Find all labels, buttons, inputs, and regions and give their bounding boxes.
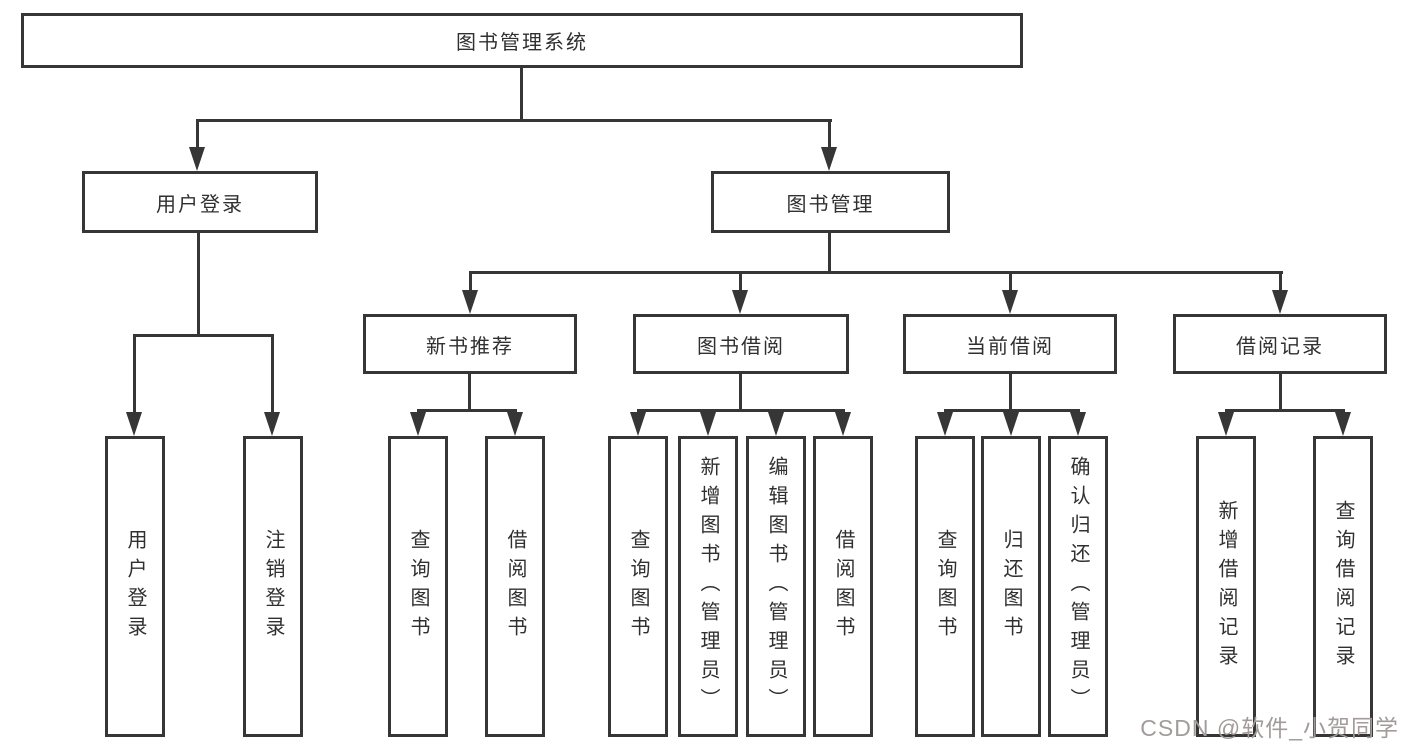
connector-nbr-drop (468, 372, 471, 412)
node-root: 图书管理系统 (21, 13, 1023, 68)
connector-userlogin-stub-2 (271, 334, 274, 414)
leaf-logout: 注销登录 (243, 436, 303, 737)
leaf-cb-query-book-label: 查询图书 (934, 528, 956, 645)
arrowhead-bb-edit-icon (768, 412, 784, 436)
connector-root-stub-left (196, 119, 199, 149)
arrowhead-current-borrow-icon (1002, 290, 1018, 314)
node-root-label: 图书管理系统 (456, 32, 588, 54)
connector-bookmgmt-stub-4 (1279, 271, 1282, 292)
arrowhead-bb-borrow-icon (835, 412, 851, 436)
arrowhead-cb-confirm-icon (1070, 412, 1086, 436)
connector-bookmgmt-rail (469, 271, 1283, 274)
leaf-cb-query-book: 查询图书 (915, 436, 975, 737)
node-book-management: 图书管理 (711, 171, 950, 233)
arrowhead-bb-add-icon (700, 412, 716, 436)
leaf-bb-query-book: 查询图书 (608, 436, 668, 737)
connector-userlogin-drop (197, 231, 200, 337)
leaf-bb-borrow-book-label: 借阅图书 (832, 528, 854, 645)
leaf-logout-label: 注销登录 (262, 528, 284, 645)
connector-bookmgmt-stub-1 (469, 271, 472, 292)
arrowhead-leaf-user-login-icon (126, 412, 142, 436)
connector-userlogin-stub-1 (133, 334, 136, 414)
leaf-bb-edit-book-admin-label: 编辑图书（管理员） (765, 456, 787, 717)
node-book-management-label: 图书管理 (786, 193, 875, 216)
leaf-nbr-query-book: 查询图书 (388, 436, 448, 737)
connector-root-drop (520, 66, 523, 122)
connector-cb-drop (1009, 372, 1012, 412)
arrowhead-nbr-query-icon (410, 412, 426, 436)
leaf-cb-return-book-label: 归还图书 (1000, 528, 1022, 645)
connector-bb-rail (637, 409, 845, 412)
connector-root-rail (196, 119, 832, 122)
leaf-bb-add-book-admin: 新增图书（管理员） (678, 436, 738, 737)
arrowhead-nbr-borrow-icon (507, 412, 523, 436)
node-new-book-recommend-label: 新书推荐 (426, 335, 514, 358)
connector-bookmgmt-stub-3 (1009, 271, 1012, 292)
connector-root-stub-right (828, 119, 831, 149)
connector-userlogin-rail (133, 334, 274, 337)
leaf-br-add-record-label: 新增借阅记录 (1215, 499, 1237, 674)
leaf-nbr-borrow-book-label: 借阅图书 (504, 528, 526, 645)
node-user-login: 用户登录 (82, 171, 318, 233)
leaf-cb-return-book: 归还图书 (981, 436, 1041, 737)
connector-br-rail (1225, 409, 1345, 412)
leaf-bb-edit-book-admin: 编辑图书（管理员） (746, 436, 806, 737)
arrowhead-leaf-logout-icon (264, 412, 280, 436)
node-book-borrow-label: 图书借阅 (697, 335, 785, 358)
node-current-borrow-label: 当前借阅 (966, 335, 1054, 358)
arrowhead-book-borrow-icon (732, 290, 748, 314)
arrowhead-cb-query-icon (937, 412, 953, 436)
arrowhead-borrow-record-icon (1272, 290, 1288, 314)
node-borrow-record: 借阅记录 (1173, 314, 1387, 374)
node-new-book-recommend: 新书推荐 (363, 314, 577, 374)
arrowhead-cb-return-icon (1003, 412, 1019, 436)
csdn-watermark: CSDN @软件_小贺同学 (1140, 715, 1399, 741)
arrowhead-user-login-icon (189, 147, 205, 171)
arrowhead-book-management-icon (821, 147, 837, 171)
connector-cb-rail (944, 409, 1080, 412)
leaf-nbr-query-book-label: 查询图书 (407, 528, 429, 645)
leaf-bb-query-book-label: 查询图书 (627, 528, 649, 645)
node-book-borrow: 图书借阅 (633, 314, 849, 374)
leaf-cb-confirm-return-admin-label: 确认归还（管理员） (1067, 456, 1089, 717)
arrowhead-br-add-icon (1218, 412, 1234, 436)
leaf-user-login: 用户登录 (105, 436, 165, 737)
node-borrow-record-label: 借阅记录 (1236, 335, 1324, 358)
arrowhead-new-book-recommend-icon (462, 290, 478, 314)
connector-bookmgmt-drop (828, 231, 831, 274)
connector-bookmgmt-stub-2 (739, 271, 742, 292)
connector-bb-drop (739, 372, 742, 412)
leaf-bb-borrow-book: 借阅图书 (813, 436, 873, 737)
leaf-br-add-record: 新增借阅记录 (1196, 436, 1256, 737)
leaf-bb-add-book-admin-label: 新增图书（管理员） (697, 456, 719, 717)
leaf-nbr-borrow-book: 借阅图书 (485, 436, 545, 737)
node-current-borrow: 当前借阅 (903, 314, 1117, 374)
connector-nbr-rail (417, 409, 517, 412)
leaf-br-query-record: 查询借阅记录 (1313, 436, 1373, 737)
node-user-login-label: 用户登录 (156, 193, 244, 216)
leaf-user-login-label: 用户登录 (124, 528, 146, 645)
arrowhead-br-query-icon (1335, 412, 1351, 436)
arrowhead-bb-query-icon (630, 412, 646, 436)
leaf-br-query-record-label: 查询借阅记录 (1332, 499, 1354, 674)
leaf-cb-confirm-return-admin: 确认归还（管理员） (1048, 436, 1108, 737)
connector-br-drop (1279, 372, 1282, 412)
